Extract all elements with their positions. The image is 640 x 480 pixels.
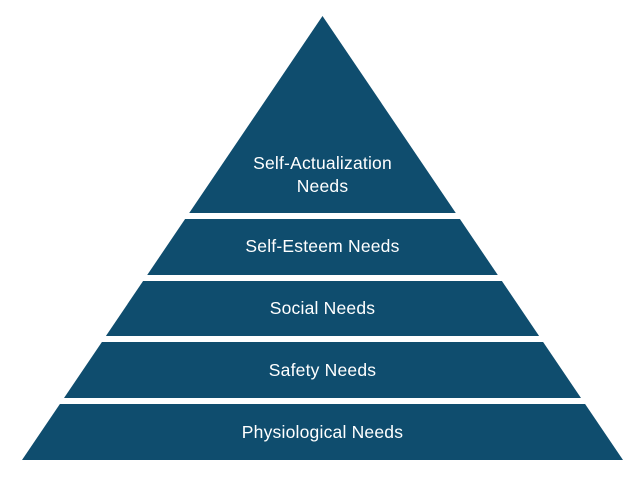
level-social-shape xyxy=(105,281,540,336)
level-self-actualization-shape xyxy=(189,16,456,213)
level-self-actualization-label-line2: Needs xyxy=(297,176,349,196)
level-physiological-shape xyxy=(22,404,623,460)
level-physiological-label: Physiological Needs xyxy=(242,422,403,442)
level-social-label: Social Needs xyxy=(270,298,376,318)
level-self-actualization-label-line1: Self-Actualization xyxy=(253,153,392,173)
level-self-esteem-label: Self-Esteem Needs xyxy=(245,236,399,256)
level-safety-shape xyxy=(64,342,581,398)
level-self-esteem-shape xyxy=(147,219,498,275)
level-safety-label: Safety Needs xyxy=(269,360,377,380)
